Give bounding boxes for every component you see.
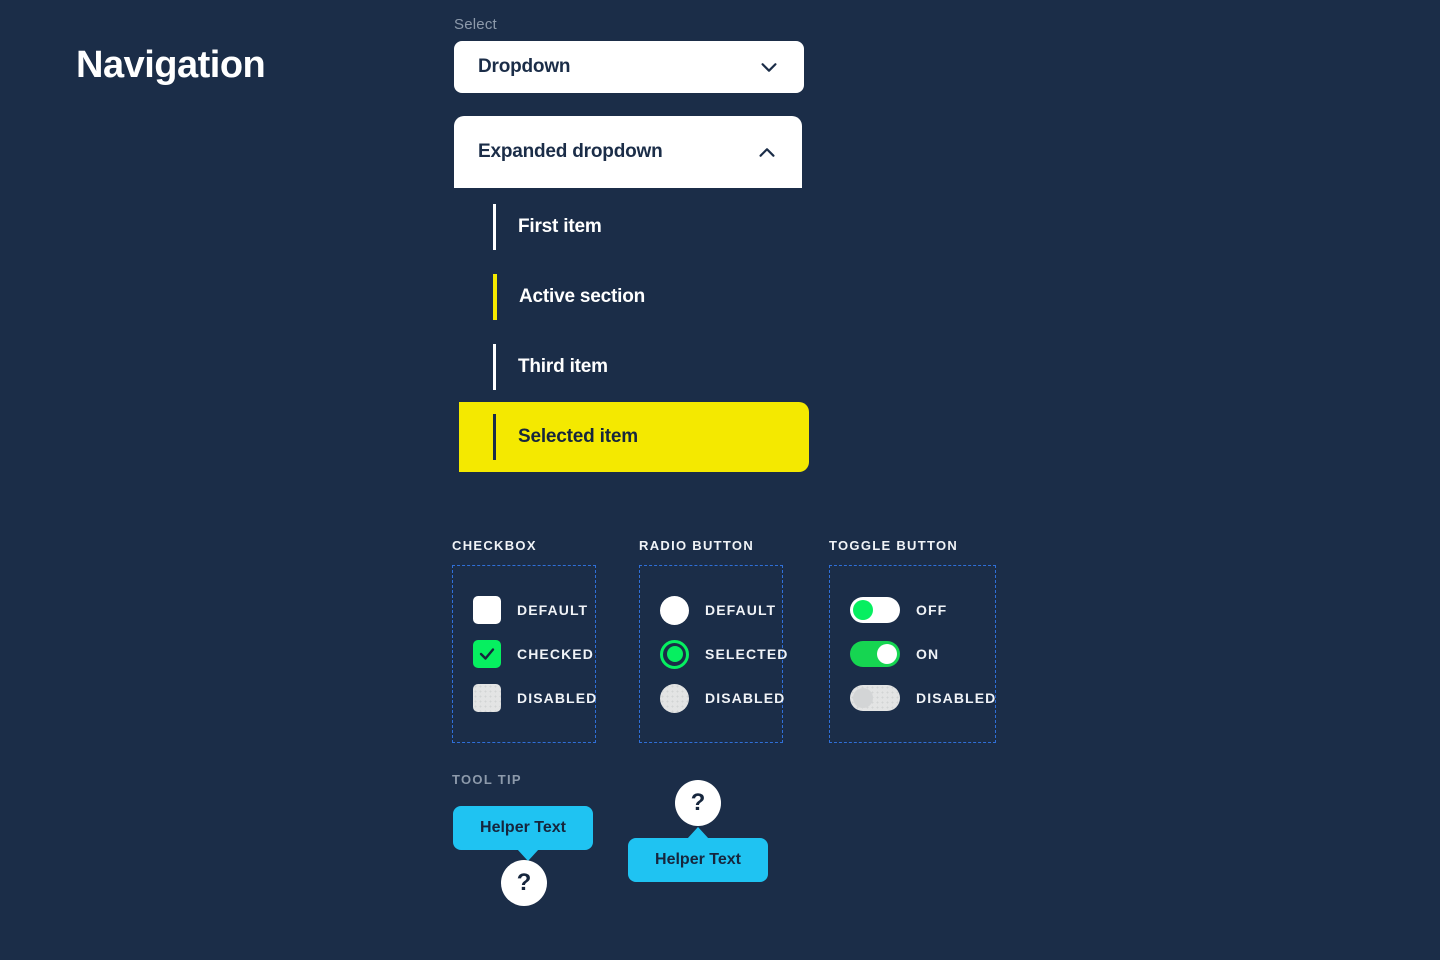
toggle-on-label: ON [916,646,940,662]
toggle-disabled-label: DISABLED [916,690,997,706]
menu-item-indicator-bar [493,274,497,320]
radio-group-header: RADIO BUTTON [639,538,755,553]
radio-row-selected[interactable]: SELECTED [660,632,787,676]
tooltip-bubble-below-anchor: Helper Text [453,806,593,861]
toggle-row-disabled: DISABLED [850,676,995,720]
menu-item-indicator-bar [493,414,496,460]
checkbox-checked-label: CHECKED [517,646,594,662]
radio-disabled-icon [660,683,689,713]
checkbox-default-icon[interactable] [473,596,501,624]
checkbox-group-box: DEFAULT CHECKED DISABLED [452,565,596,743]
radio-selected-label: SELECTED [705,646,789,662]
menu-item-label: Active section [519,286,646,307]
toggle-group: TOGGLE BUTTON OFF ON DISABLED [829,538,996,743]
menu-item-label: Third item [518,356,608,377]
tooltip-bubble-above-anchor: Helper Text [628,827,768,882]
checkbox-disabled-label: DISABLED [517,690,598,706]
select-label: Select [454,16,497,33]
radio-default-label: DEFAULT [705,602,777,618]
dropdown-expanded[interactable]: Expanded dropdown [454,116,802,188]
menu-item-label: Selected item [518,426,638,447]
menu-item-indicator-bar [493,204,496,250]
radio-row-default[interactable]: DEFAULT [660,588,775,632]
radio-disabled-label: DISABLED [705,690,786,706]
checkbox-row-checked[interactable]: CHECKED [473,632,593,676]
radio-group: RADIO BUTTON DEFAULT SELECTED DISABLED [639,538,787,743]
checkbox-group-header: CHECKBOX [452,538,537,553]
checkbox-row-default[interactable]: DEFAULT [473,588,587,632]
radio-default-icon[interactable] [660,595,689,625]
radio-group-box: DEFAULT SELECTED DISABLED [639,565,787,743]
chevron-up-icon[interactable] [756,141,778,163]
toggle-group-header: TOGGLE BUTTON [829,538,959,553]
checkbox-row-disabled: DISABLED [473,676,596,720]
menu-item-active-section[interactable]: Active section [460,262,810,332]
toggle-group-box: OFF ON DISABLED [829,565,996,743]
dropdown-expanded-value: Expanded dropdown [478,141,663,162]
dropdown-collapsed-value: Dropdown [478,56,571,77]
help-question-icon[interactable]: ? [675,780,721,826]
toggle-off-label: OFF [916,602,948,618]
toggle-row-off[interactable]: OFF [850,588,973,632]
chevron-down-icon[interactable] [758,56,780,78]
dropdown-collapsed[interactable]: Dropdown [454,41,804,93]
select-block: Select Dropdown [454,16,804,93]
menu-item-label: First item [518,216,602,237]
tooltip-section: TOOL TIP Helper Text ? ? Helper Text [452,772,768,906]
page-title: Navigation [76,44,266,86]
toggle-off-switch[interactable] [850,597,900,623]
menu-item-third[interactable]: Third item [460,332,810,402]
toggle-knob [853,600,873,620]
toggle-disabled-switch [850,685,900,711]
dropdown-menu-list: First item Active section Third item Sel… [459,192,810,472]
help-question-icon[interactable]: ? [501,860,547,906]
checkbox-default-label: DEFAULT [517,602,589,618]
menu-item-first[interactable]: First item [460,192,810,262]
toggle-knob [877,644,897,664]
toggle-on-switch[interactable] [850,641,900,667]
checkbox-checked-icon[interactable] [473,640,501,668]
toggle-row-on[interactable]: ON [850,632,973,676]
checkbox-group: CHECKBOX DEFAULT CHECKED DISABLED [452,538,596,743]
menu-item-indicator-bar [493,344,496,390]
toggle-knob [853,688,873,708]
menu-item-selected[interactable]: Selected item [459,402,809,472]
radio-row-disabled: DISABLED [660,676,784,720]
tooltip-section-header: TOOL TIP [452,772,522,787]
radio-selected-icon[interactable] [660,639,689,669]
checkbox-disabled-icon [473,684,501,712]
